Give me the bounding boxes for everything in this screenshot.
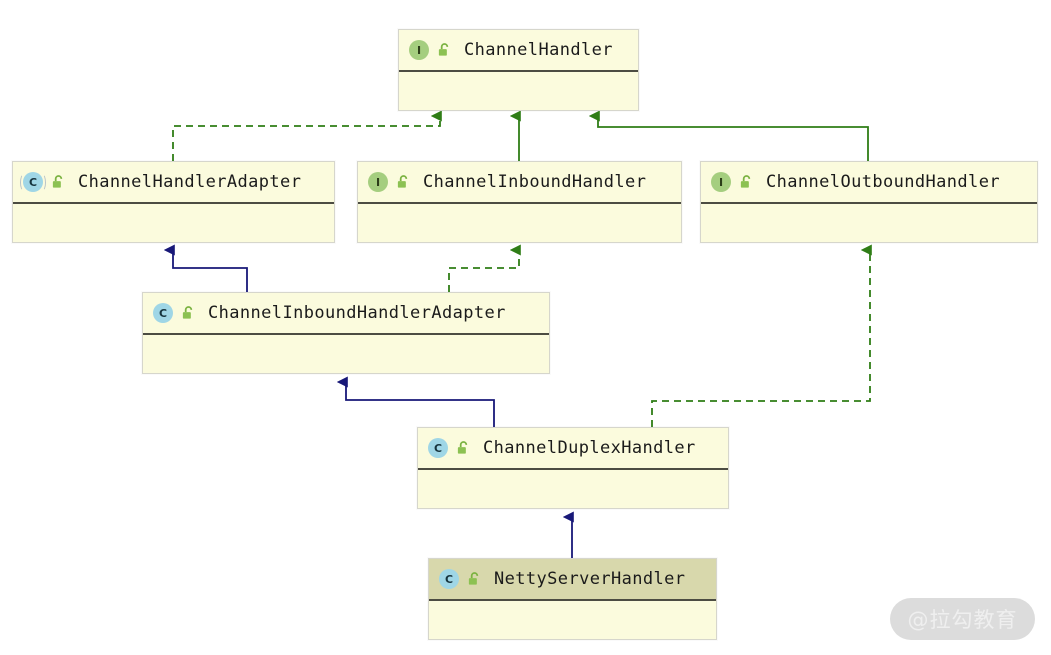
edge-inboundadapter-extends-adapter	[163, 244, 248, 292]
class-icon: C	[427, 437, 449, 459]
uml-node-members	[418, 470, 728, 508]
uml-node-header: I ChannelOutboundHandler	[701, 162, 1037, 204]
uml-node-netty-server-handler[interactable]: C NettyServerHandler	[428, 558, 717, 640]
uml-node-title: ChannelInboundHandlerAdapter	[208, 303, 506, 323]
uml-node-members	[429, 601, 716, 639]
uml-node-header: I ChannelInboundHandler	[358, 162, 681, 204]
class-icon: C	[438, 568, 460, 590]
uml-node-members	[143, 335, 549, 373]
uml-node-title: NettyServerHandler	[494, 569, 686, 589]
uml-node-channel-inbound-handler[interactable]: I ChannelInboundHandler	[357, 161, 682, 243]
interface-icon: I	[408, 39, 430, 61]
interface-icon: I	[367, 171, 389, 193]
uml-node-title: ChannelDuplexHandler	[483, 438, 696, 458]
uml-node-title: ChannelHandler	[464, 40, 613, 60]
uml-node-title: ChannelOutboundHandler	[766, 172, 1000, 192]
uml-node-channel-handler-adapter[interactable]: C ChannelHandlerAdapter	[12, 161, 335, 243]
uml-node-channel-duplex-handler[interactable]: C ChannelDuplexHandler	[417, 427, 729, 509]
unlocked-padlock-icon	[396, 174, 411, 190]
uml-node-header: C ChannelHandlerAdapter	[13, 162, 334, 204]
watermark: @拉勾教育	[890, 598, 1035, 640]
unlocked-padlock-icon	[456, 440, 471, 456]
class-icon: C	[152, 302, 174, 324]
edge-adapter-implements-handler	[172, 110, 442, 161]
uml-node-header: C ChannelDuplexHandler	[418, 428, 728, 470]
interface-icon: I	[710, 171, 732, 193]
unlocked-padlock-icon	[467, 571, 482, 587]
edge-inboundadapter-implements-inbound	[448, 244, 521, 292]
unlocked-padlock-icon	[437, 42, 452, 58]
uml-node-header: C ChannelInboundHandlerAdapter	[143, 293, 549, 335]
uml-node-members	[701, 204, 1037, 242]
uml-node-channel-outbound-handler[interactable]: I ChannelOutboundHandler	[700, 161, 1038, 243]
uml-node-members	[399, 72, 638, 110]
uml-node-members	[13, 204, 334, 242]
uml-node-header: I ChannelHandler	[399, 30, 638, 72]
edge-duplex-implements-outbound	[651, 244, 872, 427]
uml-node-title: ChannelInboundHandler	[423, 172, 647, 192]
abstract-class-icon: C	[20, 171, 46, 193]
edge-duplex-extends-inboundadapter	[336, 376, 495, 427]
unlocked-padlock-icon	[739, 174, 754, 190]
unlocked-padlock-icon	[51, 174, 66, 190]
uml-node-title: ChannelHandlerAdapter	[78, 172, 302, 192]
unlocked-padlock-icon	[181, 305, 196, 321]
uml-node-header: C NettyServerHandler	[429, 559, 716, 601]
uml-node-members	[358, 204, 681, 242]
uml-node-channel-handler[interactable]: I ChannelHandler	[398, 29, 639, 111]
edge-outbound-extends-handler	[588, 110, 869, 161]
uml-node-channel-inbound-handler-adapter[interactable]: C ChannelInboundHandlerAdapter	[142, 292, 550, 374]
